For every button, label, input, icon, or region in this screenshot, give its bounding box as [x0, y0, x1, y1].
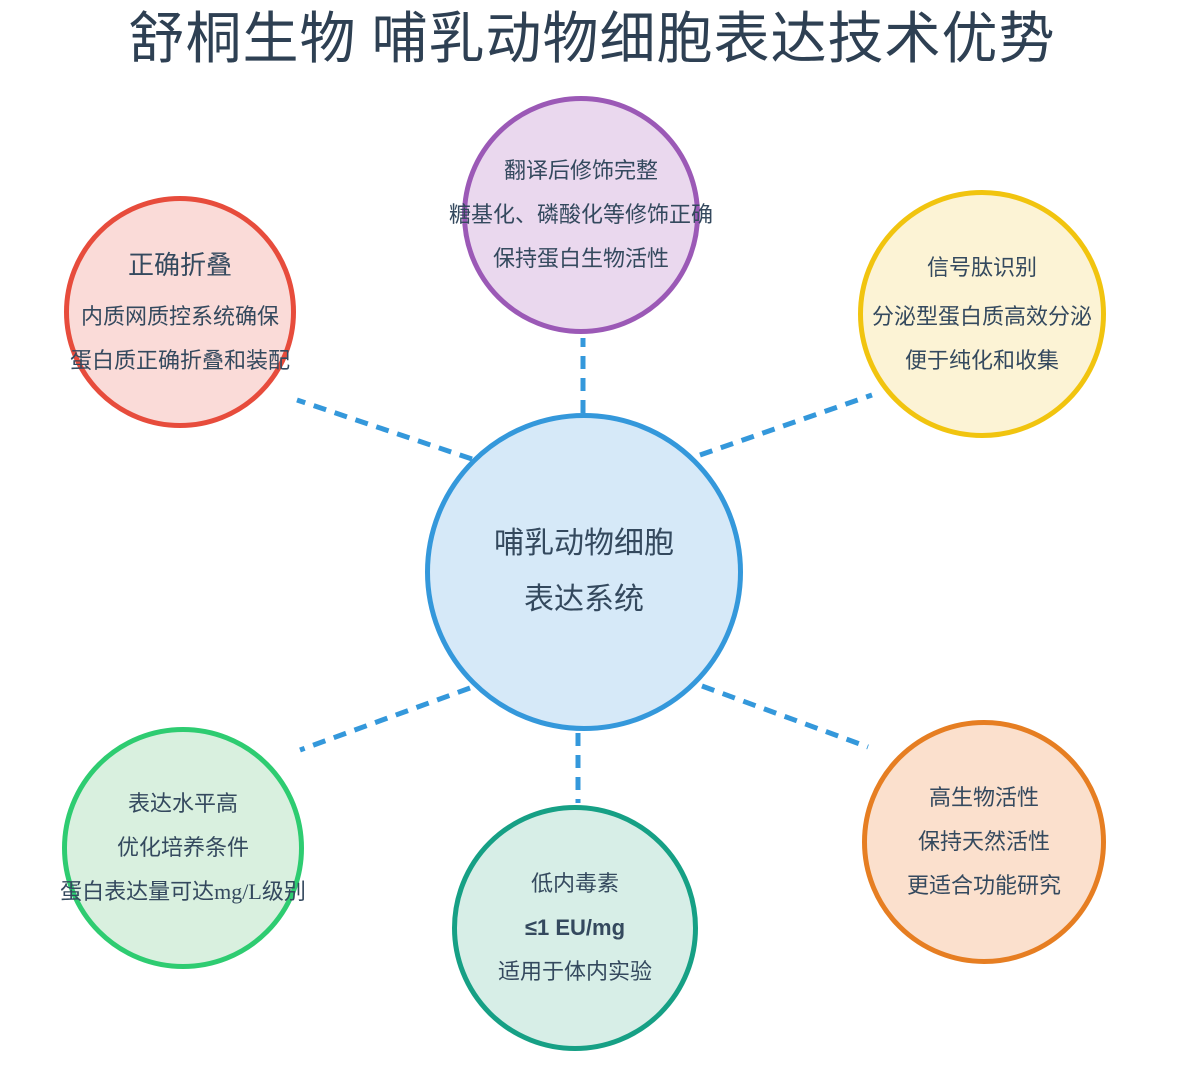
node-ptm-detail-2: 保持蛋白生物活性 [492, 246, 669, 271]
node-folding-detail-2: 蛋白质正确折叠和装配 [69, 347, 290, 373]
node-correct-folding[interactable]: 正确折叠 内质网质控系统确保 蛋白质正确折叠和装配 [64, 196, 296, 428]
center-node-line-2: 表达系统 [524, 583, 644, 616]
node-bioactivity-title: 高生物活性 [928, 785, 1039, 810]
edge-center-signal [699, 392, 873, 458]
node-endotoxin-value: ≤1 EU/mg [524, 915, 626, 940]
node-endotoxin-title: 低内毒素 [530, 871, 619, 896]
node-yield-detail-1: 优化培养条件 [116, 835, 249, 860]
node-folding-detail-1: 内质网质控系统确保 [80, 303, 279, 329]
node-high-expression-level[interactable]: 表达水平高 优化培养条件 蛋白表达量可达mg/L级别 [60, 727, 306, 969]
node-post-translational-modification[interactable]: 翻译后修饰完整 糖基化、磷酸化等修饰正确 保持蛋白生物活性 [449, 96, 713, 334]
node-yield-title: 表达水平高 [127, 791, 238, 816]
page-title: 舒桐生物 哺乳动物细胞表达技术优势 [128, 9, 1056, 71]
edge-center-bioactivity [701, 683, 869, 750]
node-ptm-title: 翻译后修饰完整 [503, 158, 658, 183]
node-signal-detail-1: 分泌型蛋白质高效分泌 [871, 303, 1092, 329]
node-signal-detail-2: 便于纯化和收集 [904, 347, 1059, 373]
center-node-mammalian-expression-system[interactable]: 哺乳动物细胞 表达系统 [425, 413, 743, 731]
center-node-line-1: 哺乳动物细胞 [494, 527, 674, 560]
node-endotoxin-detail: 适用于体内实验 [497, 959, 652, 984]
node-signal-peptide-recognition[interactable]: 信号肽识别 分泌型蛋白质高效分泌 便于纯化和收集 [858, 190, 1106, 438]
node-low-endotoxin[interactable]: 低内毒素 ≤1 EU/mg 适用于体内实验 [452, 805, 698, 1051]
node-bioactivity-detail-2: 更适合功能研究 [906, 873, 1061, 898]
node-bioactivity-detail-1: 保持天然活性 [917, 829, 1050, 854]
edge-center-yield [299, 685, 471, 753]
node-signal-title: 信号肽识别 [926, 254, 1037, 280]
node-high-bioactivity[interactable]: 高生物活性 保持天然活性 更适合功能研究 [862, 720, 1106, 964]
node-ptm-detail-1: 糖基化、磷酸化等修饰正确 [449, 202, 714, 227]
node-yield-detail-2: 蛋白表达量可达mg/L级别 [60, 879, 306, 904]
edge-center-folding [296, 397, 473, 462]
node-folding-title: 正确折叠 [127, 250, 232, 280]
